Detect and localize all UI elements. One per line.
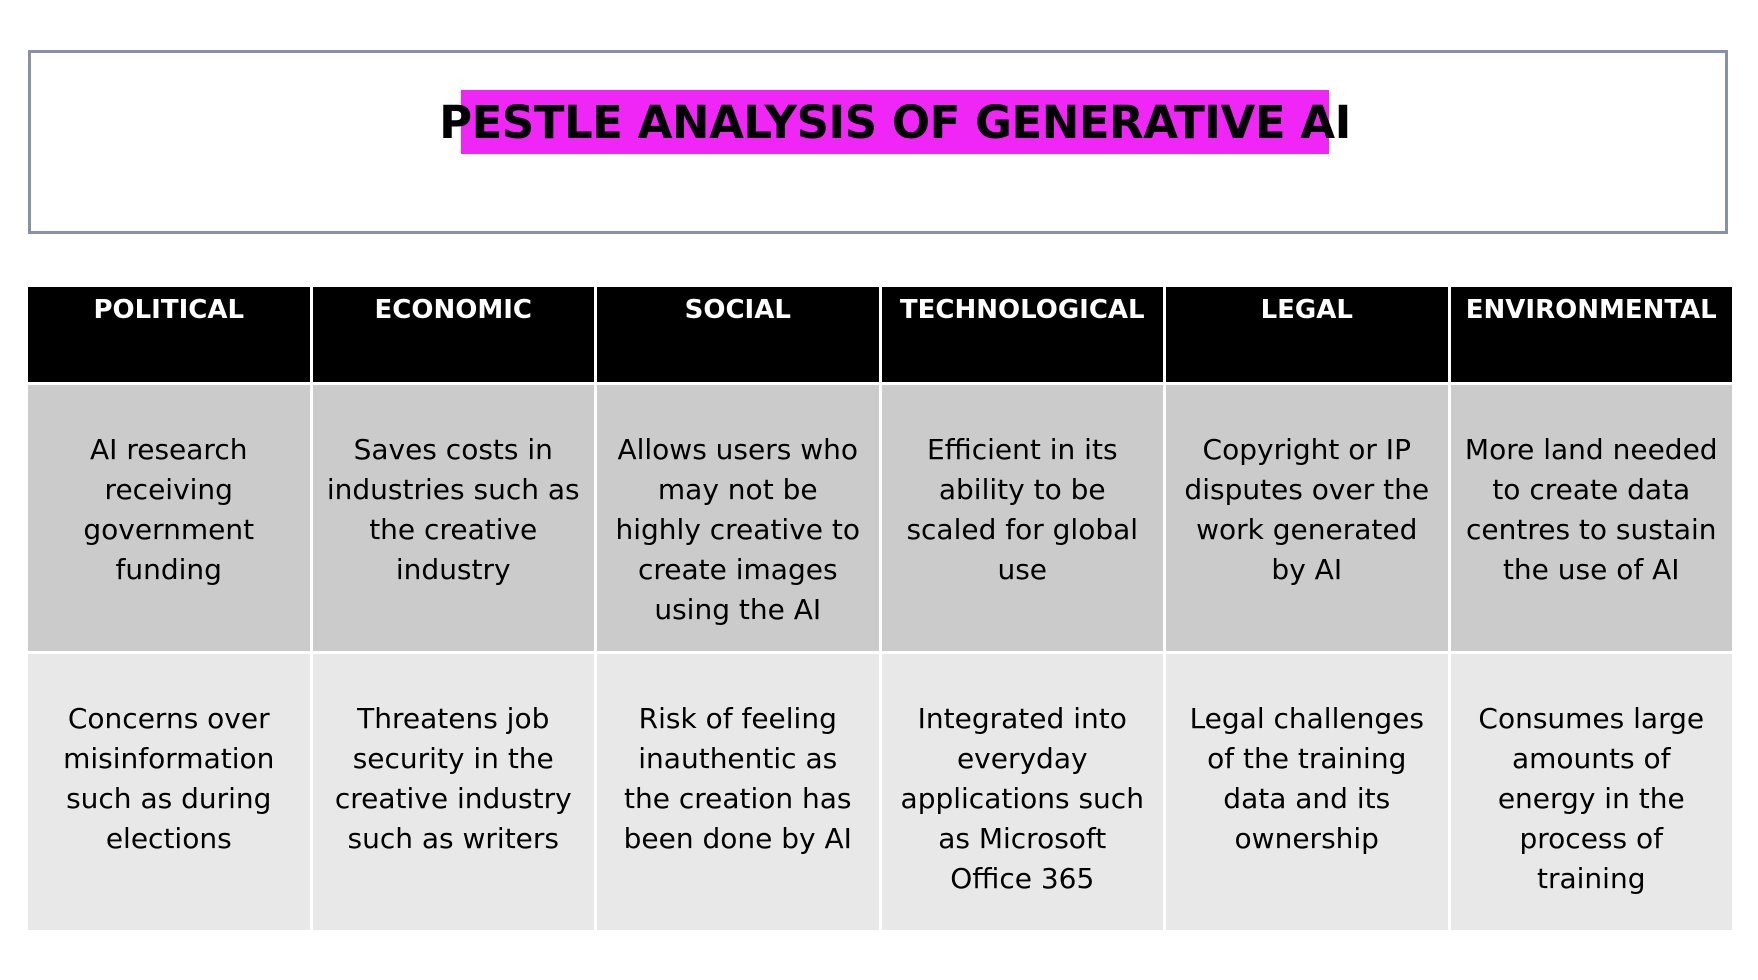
title-box: PESTLE ANALYSIS OF GENERATIVE AI	[28, 50, 1728, 234]
header-social: SOCIAL	[597, 287, 879, 382]
legal-point-1: Copyright or IP disputes over the work g…	[1166, 385, 1448, 651]
header-economic: ECONOMIC	[312, 287, 594, 382]
political-point-1: AI research receiving government funding	[28, 385, 310, 651]
economic-point-2: Threatens job security in the creative i…	[312, 654, 594, 930]
technological-point-1: Efficient in its ability to be scaled fo…	[881, 385, 1163, 651]
header-technological: TECHNOLOGICAL	[881, 287, 1163, 382]
header-environmental: ENVIRONMENTAL	[1450, 287, 1732, 382]
page-title: PESTLE ANALYSIS OF GENERATIVE AI	[439, 90, 1351, 154]
social-point-1: Allows users who may not be highly creat…	[597, 385, 879, 651]
environmental-point-1: More land needed to create data centres …	[1450, 385, 1732, 651]
pestle-table: POLITICAL ECONOMIC SOCIAL TECHNOLOGICAL …	[28, 287, 1732, 930]
technological-point-2: Integrated into everyday applications su…	[881, 654, 1163, 930]
header-legal: LEGAL	[1166, 287, 1448, 382]
political-point-2: Concerns over misinformation such as dur…	[28, 654, 310, 930]
environmental-point-2: Consumes large amounts of energy in the …	[1450, 654, 1732, 930]
header-political: POLITICAL	[28, 287, 310, 382]
legal-point-2: Legal challenges of the training data an…	[1166, 654, 1448, 930]
economic-point-1: Saves costs in industries such as the cr…	[312, 385, 594, 651]
social-point-2: Risk of feeling inauthentic as the creat…	[597, 654, 879, 930]
